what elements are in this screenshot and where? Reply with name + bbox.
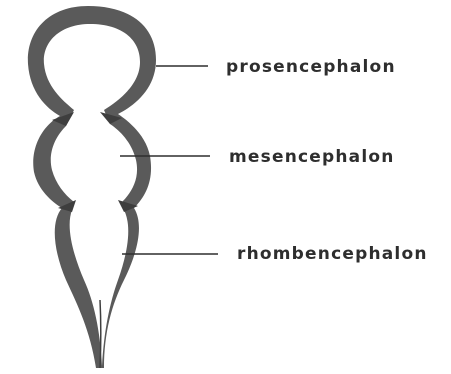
label-prosencephalon: prosencephalon [226,57,396,77]
label-rhombencephalon: rhombencephalon [237,244,428,264]
neural-canal [100,300,101,368]
label-mesencephalon: mesencephalon [229,147,395,167]
